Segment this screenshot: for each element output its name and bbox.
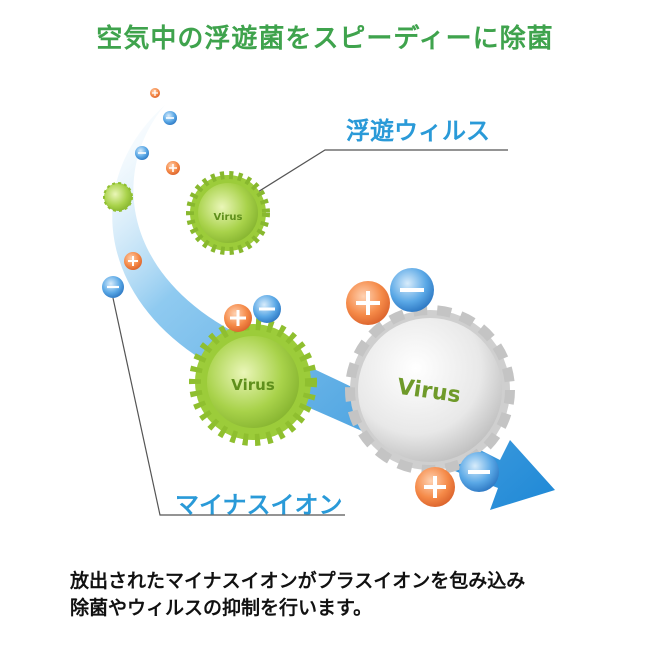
- virus-large-green: Virus: [189, 318, 317, 446]
- label-floating-virus: 浮遊ウィルス: [346, 117, 490, 145]
- small-minus-ion-1: [163, 111, 177, 125]
- leader-line-minus-ion: [112, 297, 345, 516]
- virus-label-medium: Virus: [214, 212, 243, 223]
- virus-neutralized-gray: Virus: [345, 305, 515, 475]
- minus-ion-on-green-virus: [253, 295, 281, 323]
- small-minus-ion-3: [102, 276, 124, 298]
- virus-label-large: Virus: [231, 376, 275, 394]
- flow-arrow: [112, 105, 555, 510]
- small-plus-ion-3: [124, 252, 142, 270]
- small-minus-ion-2: [135, 146, 149, 160]
- caption: 放出されたマイナスイオンがプラスイオンを包み込み 除菌やウィルスの抑制を行います…: [70, 568, 630, 622]
- leader-line-floating-virus: [244, 149, 508, 201]
- page-title: 空気中の浮遊菌をスピーディーに除菌: [96, 24, 554, 54]
- plus-ion-on-green-virus: [224, 304, 252, 332]
- small-plus-ion-1: [150, 88, 160, 98]
- floating-virus-medium: Virus: [186, 171, 270, 255]
- plus-ion-on-gray-virus-bottom: [415, 467, 455, 507]
- small-virus-1: [103, 182, 133, 212]
- plus-ion-on-gray-virus-top: [346, 281, 390, 325]
- minus-ion-on-gray-virus-top: [390, 268, 434, 312]
- small-plus-ion-2: [166, 161, 180, 175]
- caption-line-2: 除菌やウィルスの抑制を行います。: [70, 597, 373, 619]
- minus-ion-on-gray-virus-bottom: [459, 452, 499, 492]
- label-minus-ion: マイナスイオン: [175, 491, 343, 519]
- caption-line-1: 放出されたマイナスイオンがプラスイオンを包み込み: [70, 570, 526, 592]
